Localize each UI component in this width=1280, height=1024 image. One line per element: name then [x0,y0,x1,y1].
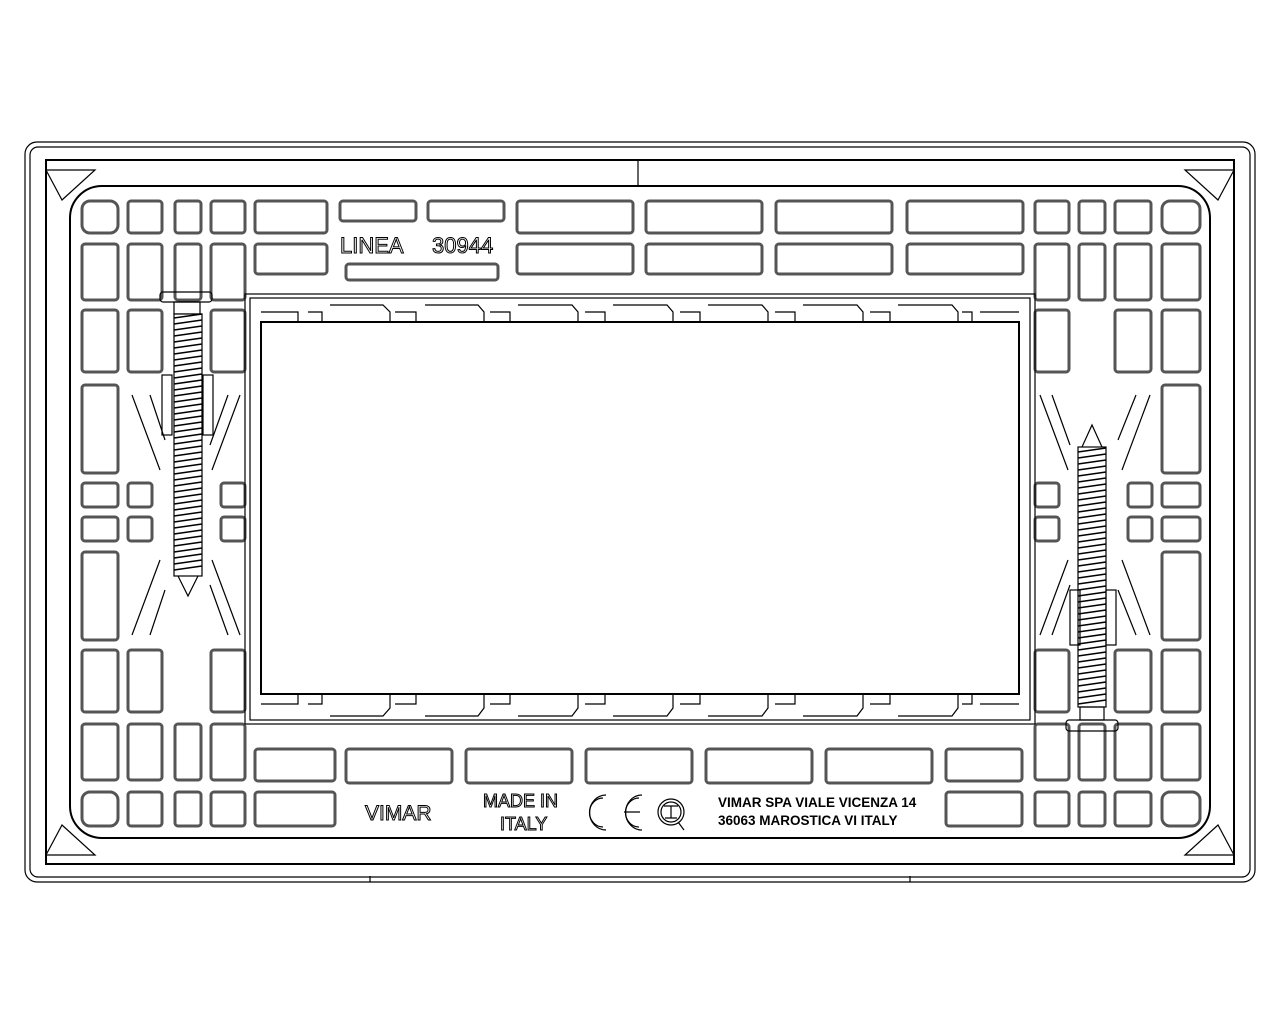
outer-frame [24,141,1256,883]
origin-line2: ITALY [500,814,547,834]
address-line1: VIMAR SPA VIALE VICENZA 14 [718,795,917,810]
left-screw-icon [159,291,214,598]
ce-mark-icon [588,794,643,831]
right-screw-icon [1065,423,1119,732]
series-label: LINEA [340,233,404,258]
central-opening [244,293,1036,725]
origin-line1: MADE IN [483,791,558,811]
imq-mark-icon [657,798,685,831]
product-code-label: 30944 [432,233,493,258]
address-line2: 36063 MAROSTICA VI ITALY [718,813,898,828]
cell-grid [80,199,1202,828]
brand-label: VIMAR [365,802,432,825]
